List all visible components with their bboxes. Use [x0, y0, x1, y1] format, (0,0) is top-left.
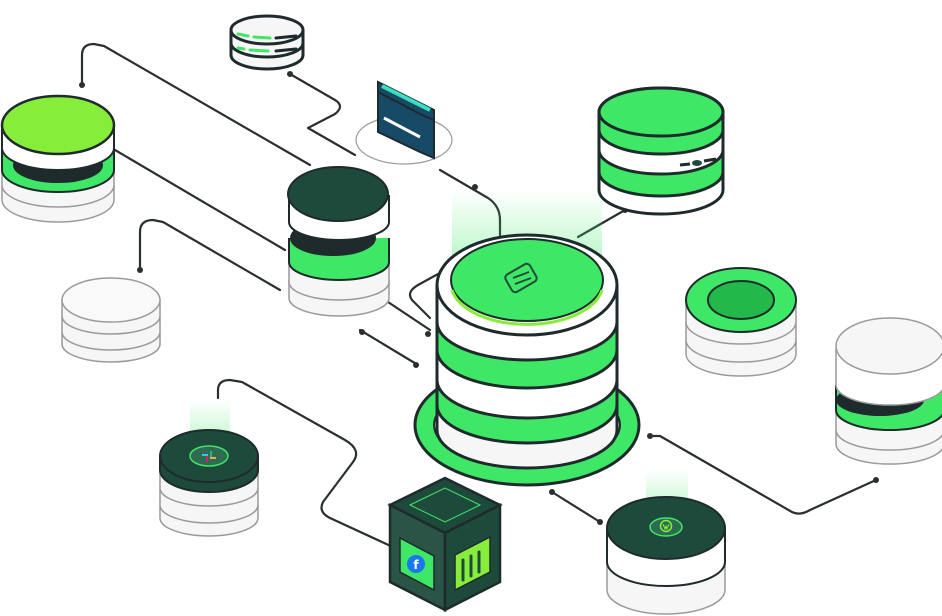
lime-database-stack [0, 94, 116, 223]
connector-dots [79, 71, 879, 525]
connector-right [648, 434, 878, 515]
green-ring-stack [685, 267, 797, 377]
svg-text:f: f [413, 558, 419, 572]
slack-icon [202, 451, 216, 462]
connector-bottom-left [216, 378, 397, 550]
right-edge-stack [835, 317, 942, 465]
green-database-server [597, 86, 725, 216]
folder-icon [355, 80, 453, 165]
wordpress-icon [659, 519, 673, 533]
connector-white-left [138, 218, 282, 292]
app-cube: f [387, 476, 503, 613]
dark-database-stack [287, 166, 390, 317]
connector-top-server [288, 72, 357, 157]
central-hub [413, 190, 641, 487]
top-server-icon [229, 14, 305, 71]
facebook-icon: f [399, 536, 435, 592]
slack-database-stack [159, 400, 259, 537]
wordpress-database-stack [606, 470, 726, 615]
spreadsheet-icon [454, 535, 491, 592]
integration-hub-logo [504, 262, 538, 294]
connector-bottom-right [550, 490, 602, 524]
connector-left-stack [113, 148, 287, 252]
connector-mid [383, 298, 432, 332]
connector-dark-stack [358, 328, 420, 367]
connector-top-left [80, 42, 312, 167]
white-database-stack [61, 277, 161, 363]
